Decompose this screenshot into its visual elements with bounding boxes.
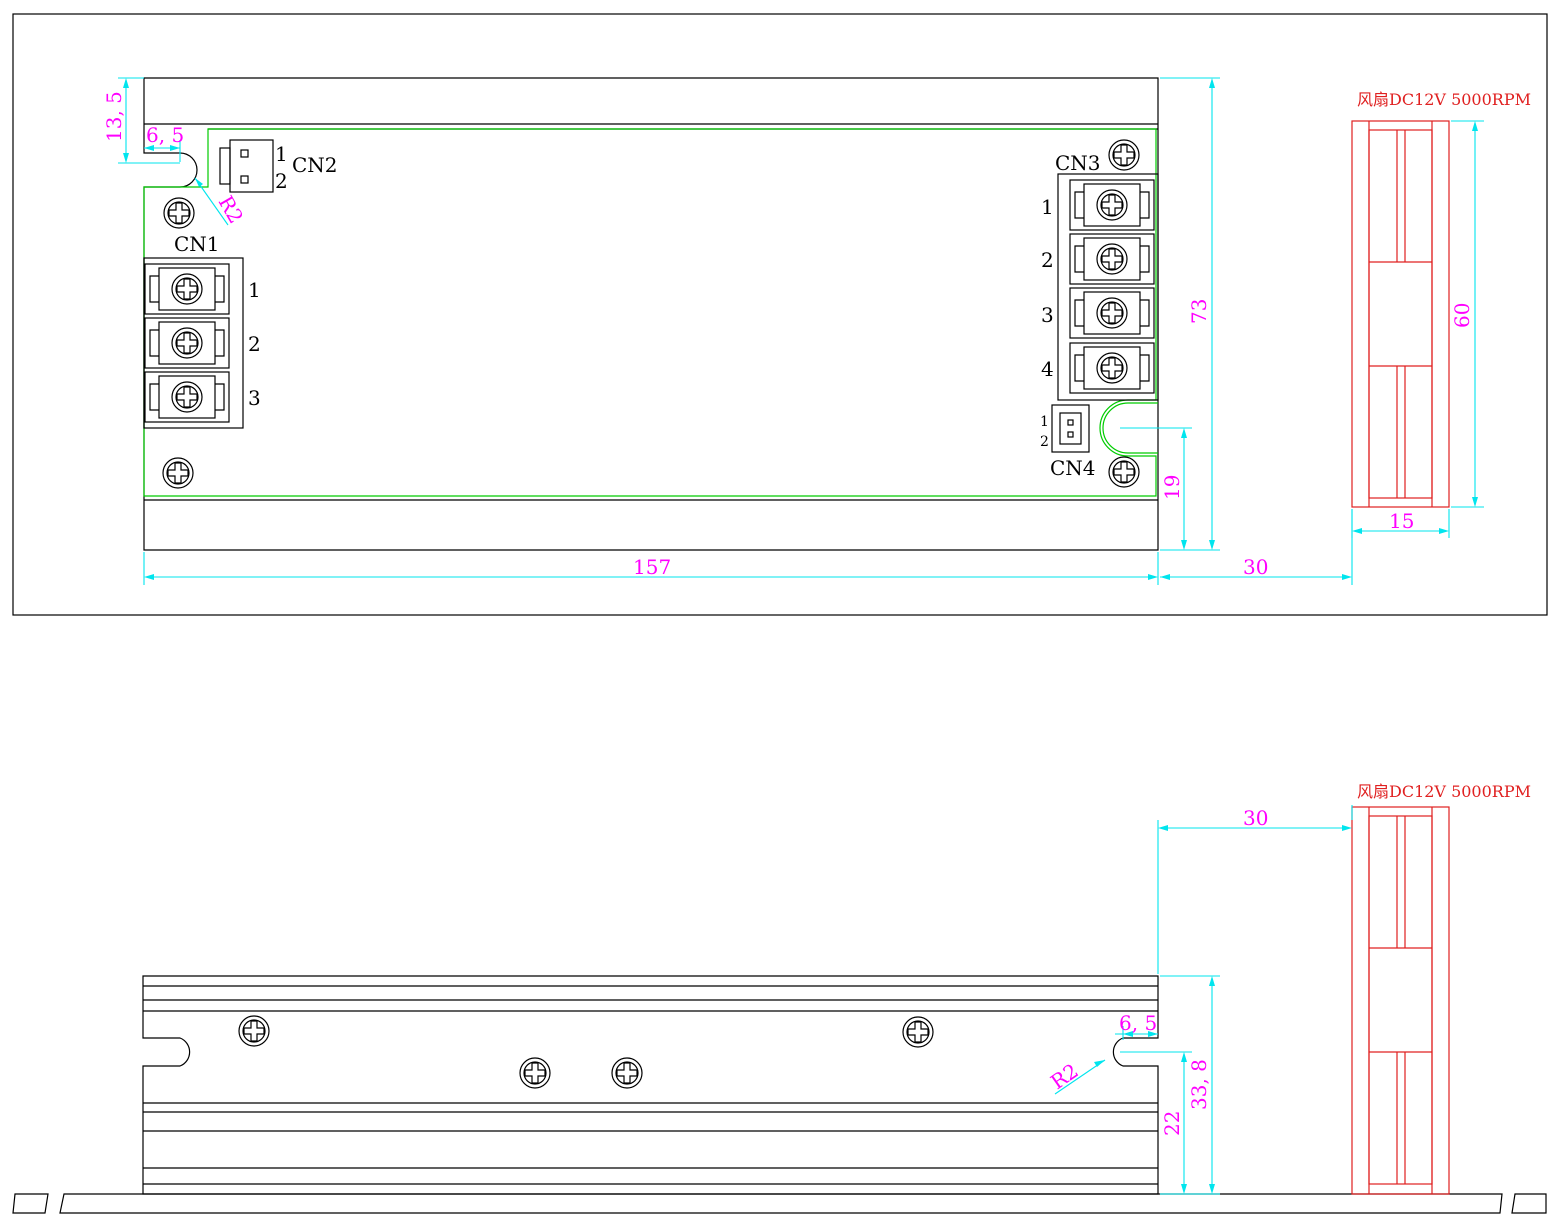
cn4-pin: 2	[1040, 434, 1049, 450]
fan-label: 风扇DC12V 5000RPM	[1357, 782, 1531, 801]
pcb-outline	[143, 128, 1157, 497]
cn2-label: CN2	[292, 153, 338, 177]
base-plate	[12, 1193, 1547, 1214]
dimension-lines	[118, 77, 1484, 585]
screw-icon	[1108, 456, 1140, 488]
screw-icon	[1108, 139, 1140, 171]
cn3-pin: 3	[1041, 303, 1054, 327]
fan-top-view	[1351, 120, 1450, 508]
cn1-pin: 1	[248, 278, 261, 302]
dim-157: 157	[633, 555, 671, 579]
cn2-connector	[219, 139, 274, 193]
screw-icon	[611, 1057, 643, 1089]
cn2-pin: 2	[275, 169, 288, 193]
top-view: CN1 1 2 3 1 2 CN2 CN3 1 2 3 4	[12, 13, 1548, 616]
cn3-label: CN3	[1055, 151, 1101, 175]
cn3-pin: 4	[1041, 357, 1054, 381]
dim-13-5: 13, 5	[102, 91, 126, 142]
dim-73: 73	[1187, 299, 1211, 324]
dim-33-8: 33, 8	[1187, 1059, 1211, 1110]
cn2-pin: 1	[275, 142, 288, 166]
cn3-terminal-block	[1057, 173, 1159, 401]
cn1-pin: 3	[248, 386, 261, 410]
cn4-label: CN4	[1050, 456, 1096, 480]
heatsink-side	[142, 975, 1159, 1195]
side-view: 风扇DC12V 5000RPM 30 6, 5	[12, 782, 1547, 1214]
dim-15: 15	[1389, 509, 1414, 533]
screw-icon	[238, 1015, 270, 1047]
screw-icon	[519, 1057, 551, 1089]
screw-icon	[163, 197, 195, 229]
fan-label: 风扇DC12V 5000RPM	[1357, 90, 1531, 109]
cn4-pin: 1	[1040, 414, 1049, 430]
dim-r2: R2	[1046, 1058, 1083, 1094]
dim-60: 60	[1450, 303, 1474, 328]
screw-icon	[902, 1016, 934, 1048]
dim-19: 19	[1160, 475, 1184, 500]
dim-6-5: 6, 5	[146, 123, 184, 147]
dim-30: 30	[1243, 806, 1268, 830]
dim-30: 30	[1243, 555, 1268, 579]
cn1-pin: 2	[248, 332, 261, 356]
dimension-lines	[1054, 805, 1353, 1195]
cn1-label: CN1	[174, 232, 220, 256]
dim-r2: R2	[214, 192, 249, 228]
cn3-pin: 1	[1041, 195, 1054, 219]
cn4-connector	[1051, 404, 1090, 453]
dim-6-5: 6, 5	[1119, 1011, 1157, 1035]
housing-outline	[143, 77, 1159, 551]
fan-side-view	[1351, 806, 1450, 1195]
cn3-pin: 2	[1041, 248, 1054, 272]
dim-22: 22	[1160, 1111, 1184, 1136]
screw-icon	[162, 457, 194, 489]
top-view-frame	[12, 13, 1548, 616]
cn1-terminal-block	[143, 257, 244, 429]
